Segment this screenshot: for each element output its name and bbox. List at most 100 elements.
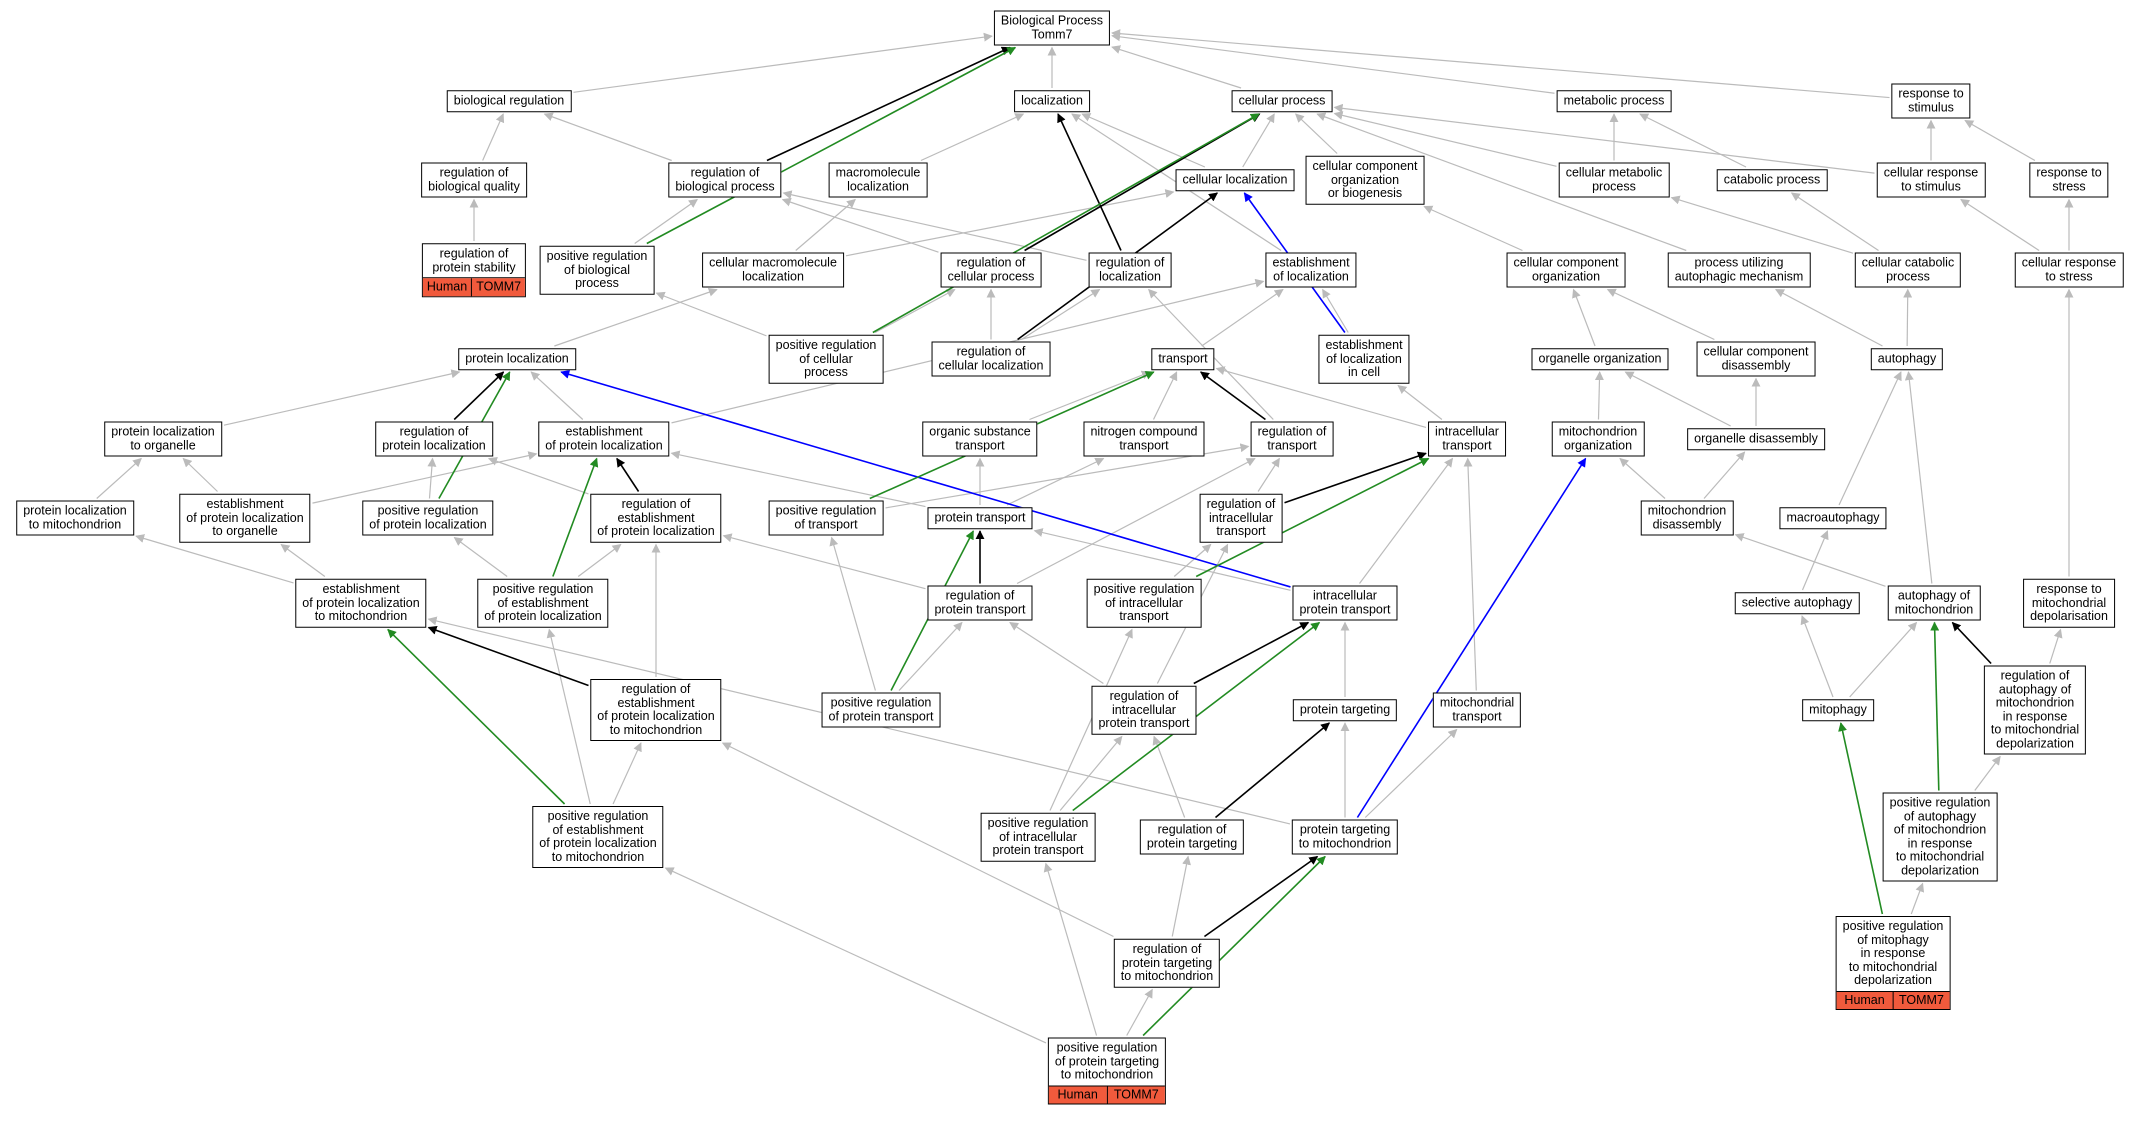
go-term-node[interactable]: cellular localization [1175,169,1295,191]
go-term-node[interactable]: mitochondrion disassembly [1640,500,1734,536]
go-term-node[interactable]: response to stress [2029,162,2109,198]
go-term-node[interactable]: regulation of protein localization [375,421,493,457]
go-term-node[interactable]: positive regulation of protein transport [821,692,941,728]
go-term-node[interactable]: cellular component organization or bioge… [1305,155,1425,205]
go-term-node[interactable]: regulation of intracellular protein tran… [1091,685,1197,735]
go-term-node[interactable]: cellular component disassembly [1696,341,1816,377]
edge-positively-regulates [1195,457,1430,578]
go-term-node[interactable]: cellular macromolecule localization [702,252,844,288]
go-term-node[interactable]: positive regulation of intracellular pro… [980,812,1096,862]
go-term-node[interactable]: protein localization [458,348,576,370]
go-term-node[interactable]: regulation of cellular process [940,252,1042,288]
go-term-node[interactable]: regulation of protein transport [927,585,1033,621]
go-term-node[interactable]: positive regulation of cellular process [768,334,884,384]
go-term-node[interactable]: cellular process [1231,90,1333,112]
go-term-node[interactable]: transport [1151,348,1215,370]
go-term-node[interactable]: response to stimulus [1891,83,1971,119]
go-term-node[interactable]: organic substance transport [922,421,1038,457]
go-term-node[interactable]: positive regulation of intracellular tra… [1086,578,1202,628]
go-term-node[interactable]: establishment of protein localization [538,421,670,457]
go-term-node[interactable]: mitophagy [1802,699,1874,721]
go-term-node[interactable]: intracellular protein transport [1292,585,1398,621]
go-term-node[interactable]: regulation of cellular localization [931,341,1051,377]
go-term-node[interactable]: positive regulation of protein localizat… [362,500,494,536]
go-term-node[interactable]: biological regulation [446,90,572,112]
go-term-label: intracellular transport [1435,424,1499,452]
go-term-node[interactable]: localization [1014,90,1090,112]
go-term-node[interactable]: regulation of transport [1250,421,1334,457]
go-term-label: response to stress [2036,165,2102,193]
go-term-node[interactable]: establishment of protein localization to… [295,578,427,628]
go-term-node[interactable]: protein targeting to mitochondrion [1291,819,1399,855]
go-term-node[interactable]: organelle disassembly [1687,428,1825,450]
go-term-node[interactable]: regulation of autophagy of mitochondrion… [1983,665,2087,755]
edge-is-a [1316,112,1687,252]
edge-is-a [182,457,218,492]
edge-regulates [1199,371,1266,421]
go-term-node[interactable]: positive regulation of transport [768,500,884,536]
go-term-label: positive regulation of mitophagy in resp… [1842,919,1944,987]
go-term-label: regulation of intracellular protein tran… [1098,688,1190,730]
go-term-node[interactable]: mitochondrion organization [1551,421,1645,457]
go-term-label: positive regulation of biological proces… [546,248,648,290]
go-term-node[interactable]: Biological Process Tomm7 [993,10,1111,46]
go-term-node[interactable]: organelle organization [1531,348,1669,370]
edge-is-a [1257,457,1280,492]
go-term-node[interactable]: cellular response to stimulus [1876,162,1986,198]
go-term-node[interactable]: response to mitochondrial depolarisation [2023,578,2115,628]
go-term-label: regulation of transport [1257,424,1327,452]
go-term-label: regulation of establishment of protein l… [597,682,715,737]
go-term-node[interactable]: mitochondrial transport [1432,692,1522,728]
go-term-node[interactable]: positive regulation of mitophagy in resp… [1835,916,1951,1010]
edge-regulates [1214,722,1331,819]
go-term-label: mitochondrion disassembly [1647,503,1727,531]
go-term-node[interactable]: autophagy of mitochondrion [1887,585,1981,621]
go-term-node[interactable]: catabolic process [1716,169,1828,191]
go-term-node[interactable]: regulation of protein targeting [1139,819,1245,855]
go-term-node[interactable]: cellular catabolic process [1854,252,1962,288]
go-term-node[interactable]: protein transport [927,507,1033,529]
go-term-label: regulation of intracellular transport [1206,496,1276,538]
go-term-node[interactable]: regulation of protein targeting to mitoc… [1113,938,1221,988]
go-term-node[interactable]: positive regulation of establishment of … [477,578,609,628]
go-term-node[interactable]: regulation of localization [1088,252,1172,288]
go-term-label: cellular catabolic process [1861,255,1955,283]
go-term-label: positive regulation of intracellular tra… [1093,581,1195,623]
go-term-label: autophagy [1877,351,1937,366]
go-term-node[interactable]: establishment of localization in cell [1318,334,1410,384]
go-term-node[interactable]: nitrogen compound transport [1083,421,1205,457]
go-term-label: establishment of localization [1272,255,1350,283]
go-term-node[interactable]: autophagy [1870,348,1944,370]
go-term-node[interactable]: selective autophagy [1734,592,1860,614]
go-term-node[interactable]: macroautophagy [1779,507,1887,529]
go-term-node[interactable]: establishment of protein localization to… [179,493,311,543]
go-term-label: regulation of cellular process [947,255,1035,283]
go-term-node[interactable]: positive regulation of establishment of … [532,806,664,868]
edge-is-a [543,112,672,162]
go-term-node[interactable]: regulation of establishment of protein l… [590,679,722,741]
go-term-node[interactable]: regulation of establishment of protein l… [590,493,722,543]
go-term-node[interactable]: regulation of intracellular transport [1199,493,1283,543]
go-term-node[interactable]: intracellular transport [1428,421,1506,457]
go-term-node[interactable]: process utilizing autophagic mechanism [1667,252,1811,288]
go-term-node[interactable]: protein targeting [1292,699,1398,721]
edge-positively-regulates [872,113,1260,334]
go-term-node[interactable]: cellular metabolic process [1558,162,1670,198]
go-term-node[interactable]: metabolic process [1556,90,1672,112]
go-term-node[interactable]: regulation of biological process [668,162,782,198]
go-term-node[interactable]: cellular response to stress [2014,252,2124,288]
go-term-node[interactable]: positive regulation of protein targeting… [1047,1037,1167,1105]
go-term-node[interactable]: regulation of biological quality [421,162,527,198]
go-term-node[interactable]: protein localization to mitochondrion [16,500,134,536]
go-term-node[interactable]: macromolecule localization [828,162,928,198]
edge-is-a [1016,457,1256,585]
go-term-node[interactable]: establishment of localization [1265,252,1357,288]
go-term-node[interactable]: cellular component organization [1506,252,1626,288]
go-term-node[interactable]: protein localization to organelle [104,421,222,457]
edge-positively-regulates [1930,621,1940,791]
go-term-label: establishment of localization in cell [1325,337,1403,379]
go-term-node[interactable]: positive regulation of autophagy of mito… [1882,792,1998,882]
go-term-node[interactable]: positive regulation of biological proces… [539,245,655,295]
